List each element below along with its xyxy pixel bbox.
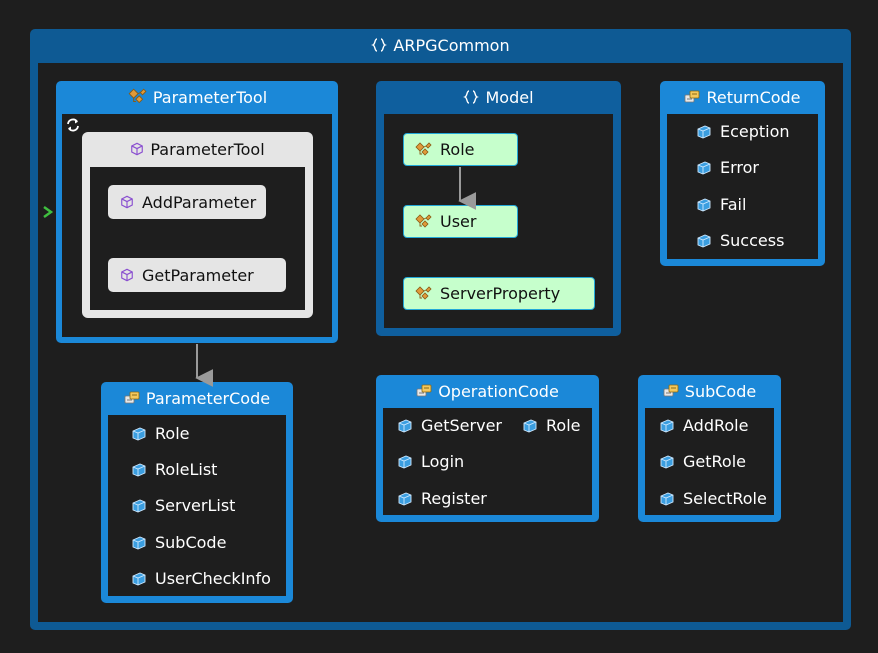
enum-member-icon xyxy=(131,462,147,478)
enum-member-addrole[interactable]: AddRole xyxy=(659,416,748,435)
enum-member-icon xyxy=(659,491,675,507)
member-label: Role xyxy=(155,424,190,443)
class-icon xyxy=(414,214,432,230)
class-node-role[interactable]: Role xyxy=(403,133,518,166)
enum-group-title: ReturnCode xyxy=(706,87,801,107)
node-label: User xyxy=(440,212,477,231)
inner-title: ParameterTool xyxy=(150,139,265,159)
node-label: GetParameter xyxy=(142,265,254,285)
namespace-icon xyxy=(463,89,479,105)
enum-member-subcode[interactable]: SubCode xyxy=(131,533,226,552)
enum-member-icon xyxy=(131,498,147,514)
enum-member-icon xyxy=(131,571,147,587)
member-label: SelectRole xyxy=(683,489,767,508)
enum-member-icon xyxy=(131,426,147,442)
namespace-title: ARPGCommon xyxy=(393,35,510,55)
member-label: Register xyxy=(421,489,487,508)
node-label: ServerProperty xyxy=(440,284,561,303)
enum-group-title: SubCode xyxy=(684,381,757,401)
namespace-header: ARPGCommon xyxy=(30,29,851,61)
enum-member-icon xyxy=(397,418,413,434)
enum-group-body xyxy=(667,114,818,259)
enum-icon xyxy=(416,383,432,399)
enum-member-error[interactable]: Error xyxy=(696,158,759,177)
enum-member-success[interactable]: Success xyxy=(696,231,784,250)
member-label: Role xyxy=(546,416,581,435)
class-icon xyxy=(414,286,432,302)
member-label: GetServer xyxy=(421,416,502,435)
enum-member-icon xyxy=(696,160,712,176)
enum-member-icon xyxy=(696,124,712,140)
class-node-user[interactable]: User xyxy=(403,205,518,238)
enum-icon xyxy=(124,390,140,406)
enum-member-role[interactable]: Role xyxy=(522,416,580,435)
enum-group-header: ParameterCode xyxy=(101,382,293,414)
enum-member-serverlist[interactable]: ServerList xyxy=(131,496,235,515)
member-label: SubCode xyxy=(155,533,227,552)
namespace-icon xyxy=(371,37,387,53)
method-icon xyxy=(120,268,134,282)
enum-member-usercheckinfo[interactable]: UserCheckInfo xyxy=(131,569,271,588)
namespace-group-header: Model xyxy=(376,81,621,113)
class-group-header: ParameterTool xyxy=(56,81,338,113)
member-label: Eception xyxy=(720,122,790,141)
member-label: Fail xyxy=(720,195,747,214)
enum-group-header: OperationCode xyxy=(376,375,599,407)
enum-group-subcode[interactable]: SubCode xyxy=(638,375,781,522)
namespace-group-title: Model xyxy=(485,87,534,107)
method-icon xyxy=(120,195,134,209)
enum-member-fail[interactable]: Fail xyxy=(696,195,746,214)
enum-member-eception[interactable]: Eception xyxy=(696,122,790,141)
member-label: ServerList xyxy=(155,496,236,515)
member-label: Login xyxy=(421,452,465,471)
enum-member-getrole[interactable]: GetRole xyxy=(659,452,746,471)
enum-group-returncode[interactable]: ReturnCode xyxy=(660,81,825,266)
member-label: RoleList xyxy=(155,460,218,479)
enum-member-icon xyxy=(696,197,712,213)
method-icon xyxy=(130,142,144,156)
enum-group-operationcode[interactable]: OperationCode xyxy=(376,375,599,522)
enum-member-role[interactable]: Role xyxy=(131,424,189,443)
enum-group-body xyxy=(383,408,592,515)
enum-member-icon xyxy=(696,233,712,249)
node-label: Role xyxy=(440,140,475,159)
enum-member-icon xyxy=(659,454,675,470)
class-group-title: ParameterTool xyxy=(152,87,268,107)
enum-member-icon xyxy=(659,418,675,434)
enum-group-header: SubCode xyxy=(638,375,781,407)
expand-arrow-icon[interactable] xyxy=(42,205,54,219)
enum-member-icon xyxy=(522,418,538,434)
enum-member-selectrole[interactable]: SelectRole xyxy=(659,489,767,508)
inner-header: ParameterTool xyxy=(82,132,313,166)
enum-member-icon xyxy=(397,454,413,470)
enum-group-title: ParameterCode xyxy=(145,388,271,408)
member-label: Success xyxy=(720,231,785,250)
enum-member-rolelist[interactable]: RoleList xyxy=(131,460,217,479)
refresh-icon[interactable] xyxy=(65,117,81,133)
method-node-addparameter[interactable]: AddParameter xyxy=(108,185,266,219)
enum-icon xyxy=(663,383,679,399)
enum-member-icon xyxy=(131,535,147,551)
enum-member-login[interactable]: Login xyxy=(397,452,464,471)
member-label: Error xyxy=(720,158,759,177)
enum-group-parametercode[interactable]: ParameterCode xyxy=(101,382,293,603)
class-node-serverproperty[interactable]: ServerProperty xyxy=(403,277,595,310)
member-label: UserCheckInfo xyxy=(155,569,271,588)
class-icon xyxy=(127,88,147,106)
class-icon xyxy=(414,142,432,158)
node-label: AddParameter xyxy=(142,192,257,212)
enum-group-header: ReturnCode xyxy=(660,81,825,113)
member-label: AddRole xyxy=(683,416,749,435)
enum-member-icon xyxy=(397,491,413,507)
enum-member-register[interactable]: Register xyxy=(397,489,487,508)
enum-member-getserver[interactable]: GetServer xyxy=(397,416,502,435)
method-node-getparameter[interactable]: GetParameter xyxy=(108,258,286,292)
member-label: GetRole xyxy=(683,452,746,471)
enum-icon xyxy=(684,89,700,105)
enum-group-title: OperationCode xyxy=(438,381,559,401)
